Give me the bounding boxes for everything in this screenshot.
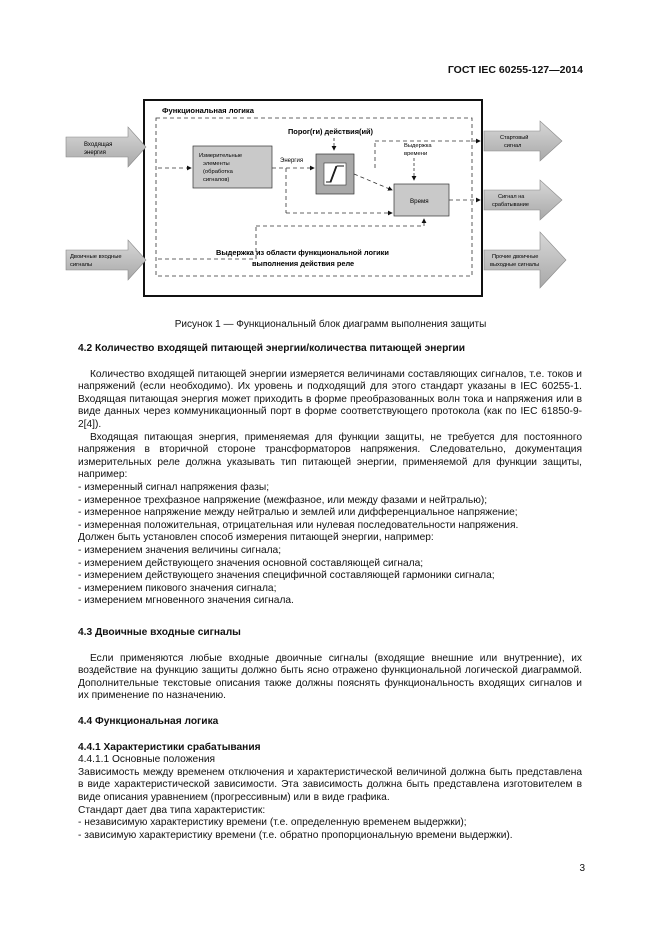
- input-energy-label-1: Входящая: [84, 142, 112, 148]
- section-4-2: 4.2 Количество входящей питающей энергии…: [78, 343, 582, 608]
- out-start-label-1: Стартовый: [500, 134, 528, 141]
- section-4-3: 4.3 Двоичные входные сигналы Если примен…: [78, 627, 582, 703]
- input-energy-label-2: энергия: [84, 150, 106, 156]
- energy-label: Энергия: [280, 158, 303, 164]
- measuring-label-2: элементы: [203, 161, 230, 167]
- output-trip-arrow: [483, 179, 563, 221]
- frame-title: Функциональная логика: [162, 106, 255, 115]
- list-item: - измеренный сигнал напряжения фазы;: [78, 481, 270, 493]
- document-header: ГОСТ IEC 60255-127—2014: [447, 64, 583, 76]
- heading-4-4: 4.4 Функциональная логика: [78, 716, 219, 727]
- time-block: [393, 183, 450, 217]
- delay-note-1: Выдержка из области функциональной логик…: [216, 248, 389, 257]
- s43-paragraph-1: Если применяются любые входные двоичные …: [78, 652, 582, 702]
- input-energy-arrow: [65, 126, 147, 168]
- measuring-label-1: Измерительные: [199, 153, 242, 159]
- output-start-arrow: [483, 120, 563, 162]
- time-block-label: Время: [410, 198, 429, 205]
- list-item: - измерением действующего значения специ…: [78, 570, 495, 582]
- out-other-label-1: Прочие двоичные: [492, 254, 538, 260]
- list-item: - измерением мгновенного значения сигнал…: [78, 595, 294, 607]
- page-number: 3: [579, 863, 585, 874]
- heading-4-4-1-1: 4.4.1.1 Основные положения: [78, 754, 216, 766]
- threshold-label: Порог(ги) действия(ий): [288, 127, 374, 136]
- input-binary-arrow: [65, 239, 147, 281]
- measuring-label-4: сигналов): [203, 177, 229, 183]
- measuring-label-3: (обработка: [203, 169, 234, 175]
- delay-label-2: времени: [404, 151, 427, 157]
- out-start-label-2: сигнал: [504, 143, 521, 149]
- heading-4-3: 4.3 Двоичные входные сигналы: [78, 627, 241, 638]
- out-trip-label-2: срабатывание: [492, 202, 529, 208]
- heading-4-4-1: 4.4.1 Характеристики срабатывания: [78, 741, 261, 753]
- functional-logic-frame: [155, 117, 473, 277]
- list-item: - независимую характеристику времени (т.…: [78, 817, 467, 829]
- delay-label-1: Выдержка: [404, 143, 432, 149]
- out-trip-label-1: Сигнал на: [498, 194, 525, 200]
- input-binary-label-1: Двоичные входные: [70, 254, 122, 260]
- list-item: - измеренная положительная, отрицательна…: [78, 519, 519, 531]
- s44-paragraph-2: Стандарт дает два типа характеристик:: [78, 804, 266, 816]
- functional-block-diagram: Функциональная логика Входящая энергия Д…: [65, 99, 567, 297]
- out-other-label-2: выходные сигналы: [490, 262, 539, 268]
- measuring-elements-block: [192, 145, 273, 189]
- section-4-4: 4.4 Функциональная логика 4.4.1 Характер…: [78, 716, 582, 842]
- s42-paragraph-3: Должен быть установлен способ измерения …: [78, 532, 434, 544]
- list-item: - измерением пикового значения сигнала;: [78, 582, 277, 594]
- heading-4-2: 4.2 Количество входящей питающей энергии…: [78, 343, 466, 354]
- list-item: - зависимую характеристику времени (т.е.…: [78, 829, 513, 841]
- s42-paragraph-1: Количество входящей питающей энергии изм…: [78, 368, 582, 430]
- figure-caption: Рисунок 1 — Функциональный блок диаграмм…: [174, 319, 487, 330]
- list-item: - измерением действующего значения основ…: [78, 557, 424, 569]
- s42-paragraph-2: Входящая питающая энергия, применяемая д…: [78, 431, 582, 481]
- s44-paragraph-1: Зависимость между временем отключения и …: [78, 766, 582, 803]
- list-item: - измеренное напряжение между нейтралью …: [78, 507, 518, 519]
- output-other-arrow: [483, 231, 567, 289]
- hysteresis-icon: [326, 165, 344, 183]
- list-item: - измерением значения величины сигнала;: [78, 544, 282, 556]
- list-item: - измеренное трехфазное напряжение (межф…: [78, 494, 488, 506]
- input-binary-label-2: сигналы: [70, 262, 92, 268]
- delay-note-2: выполнения действия реле: [252, 259, 354, 268]
